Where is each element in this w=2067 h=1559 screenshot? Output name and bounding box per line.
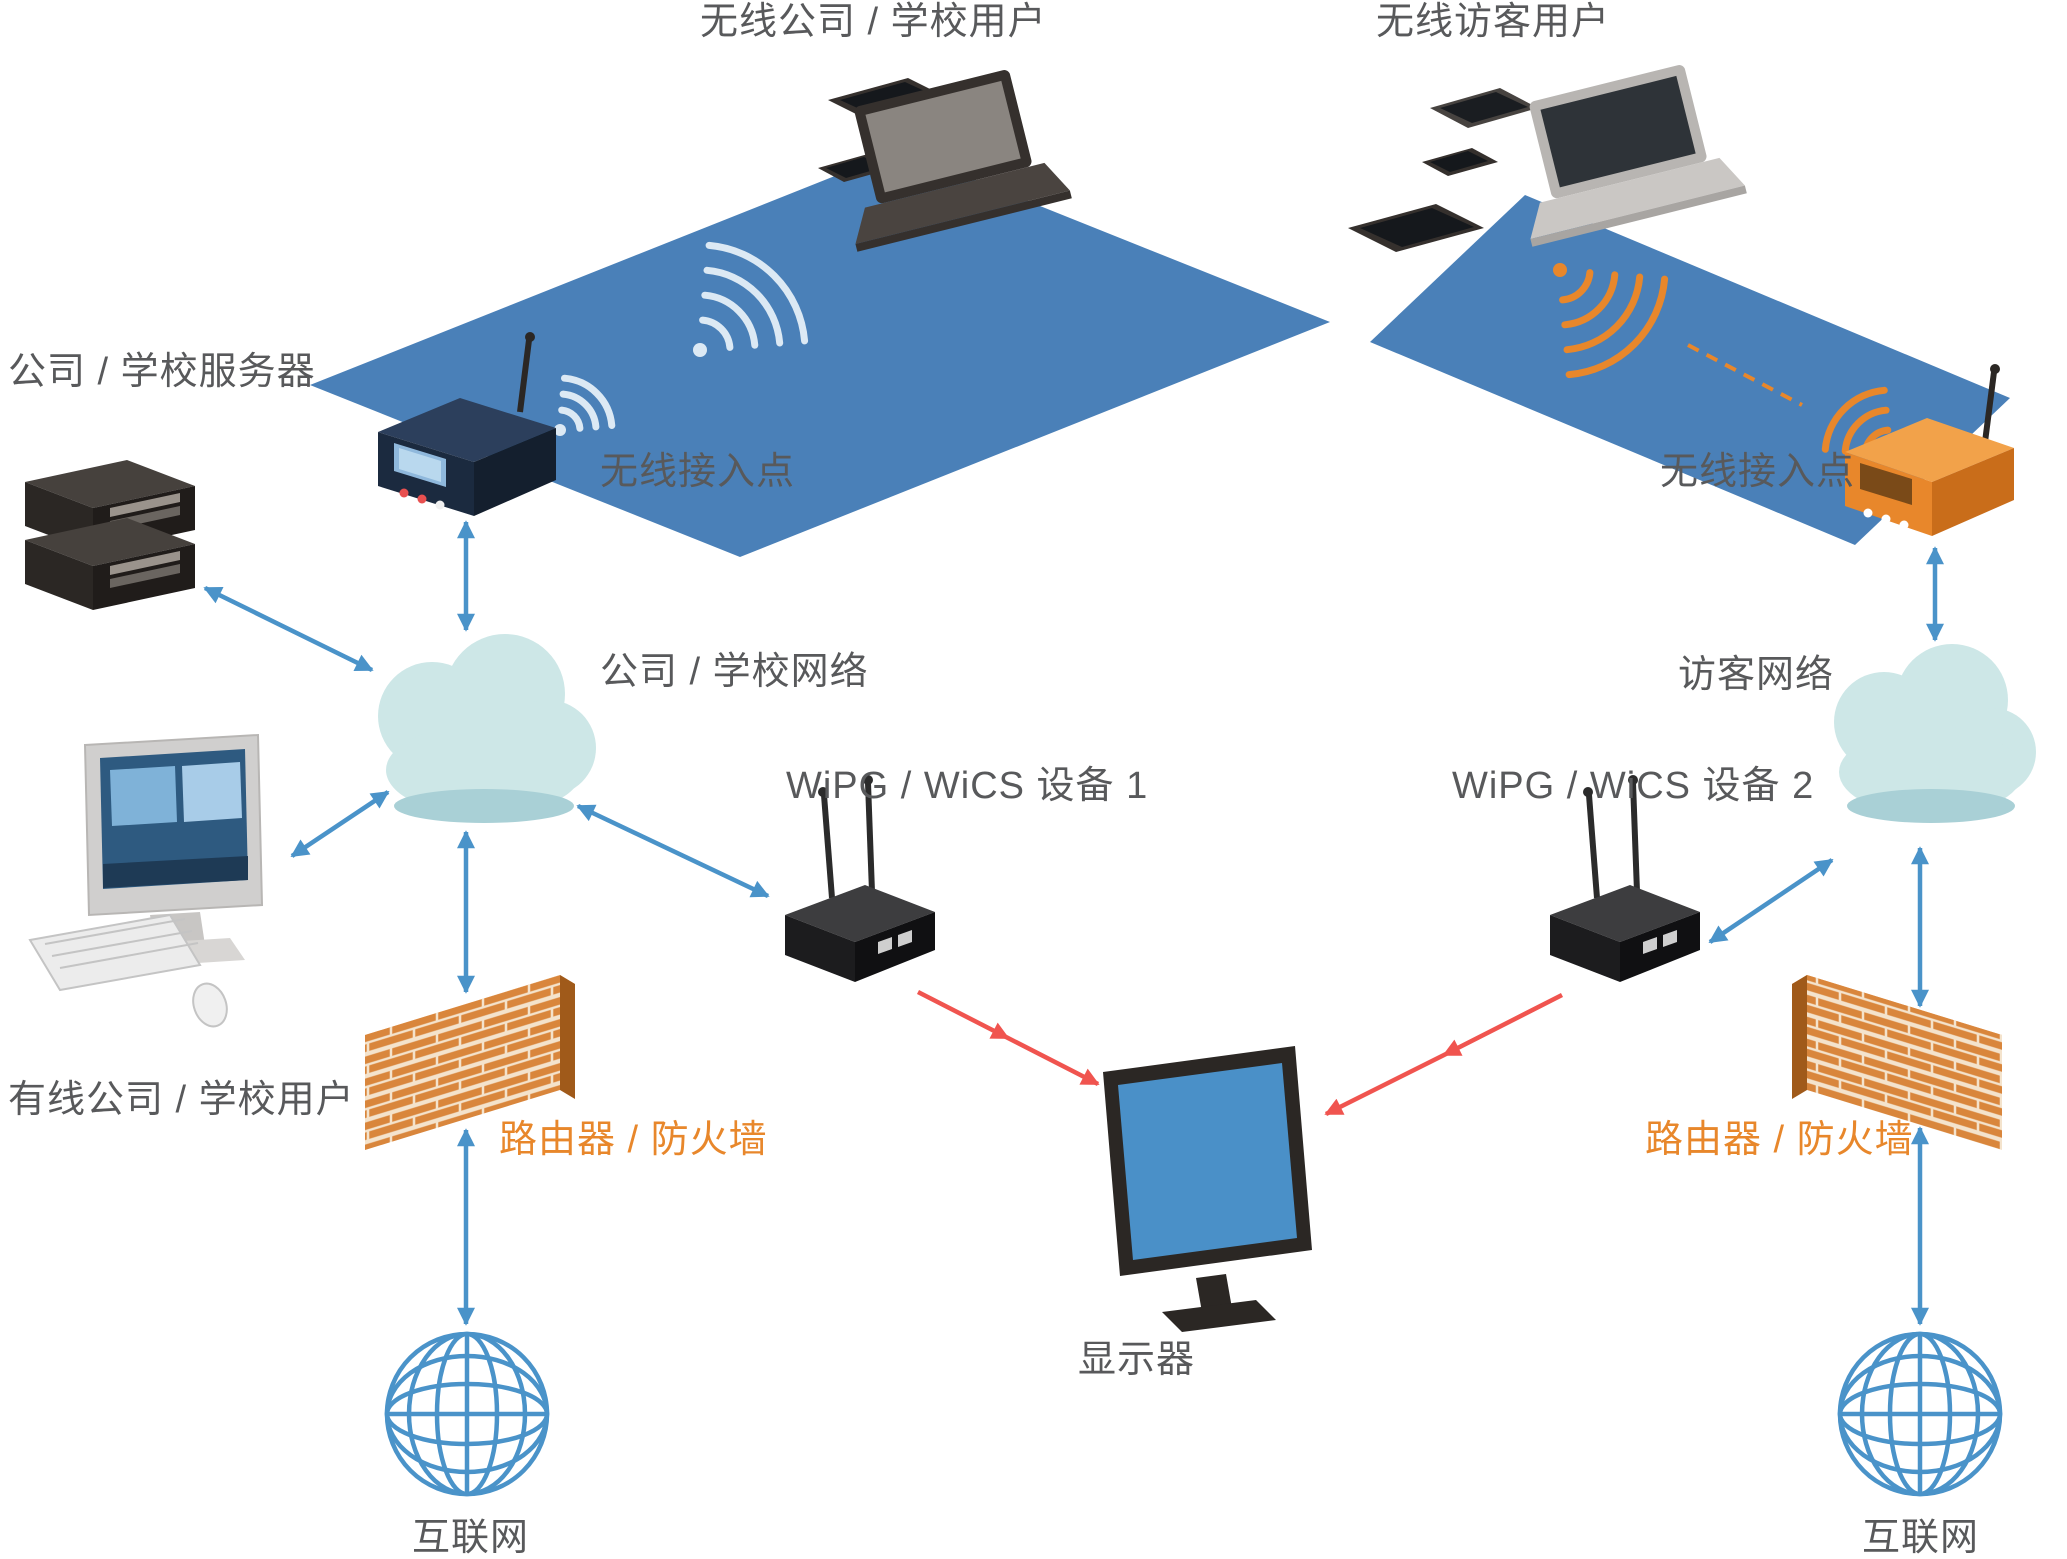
ap-screen: [1860, 463, 1912, 505]
laptop-corp: [854, 70, 1072, 252]
access-point-guest: [1845, 364, 2014, 536]
laptop-guest: [1529, 65, 1747, 247]
label-router-firewall-left: 路由器 / 防火墙: [499, 1119, 768, 1161]
display-monitor: [1103, 1046, 1312, 1332]
access-point-corp: [378, 332, 556, 516]
link-wipg2-to-display: [1324, 992, 1564, 1117]
video-links: [916, 989, 1564, 1117]
label-corp-server: 公司 / 学校服务器: [8, 351, 316, 393]
link-wipg1-to-display: [916, 989, 1100, 1087]
label-wireless-guest-users: 无线访客用户: [1376, 1, 1611, 43]
display-screen: [1118, 1063, 1297, 1260]
label-ap-right: 无线接入点: [1660, 451, 1856, 493]
label-internet-right: 互联网: [1862, 1517, 1980, 1559]
network-links: [203, 520, 1944, 1326]
label-ap-left: 无线接入点: [600, 451, 796, 493]
network-cloud-guest: [1834, 644, 2036, 823]
internet-globe-icon-right: [1837, 1331, 2003, 1497]
link-corp-network-to-wired-user: [290, 790, 390, 858]
desktop-computer: [28, 733, 264, 1028]
wifi-signal-icon: [1553, 263, 1669, 379]
wireless-link-dashed-line: [1687, 343, 1803, 407]
label-router-firewall-right: 路由器 / 防火墙: [1645, 1119, 1914, 1161]
wifi-signal-icon: [693, 241, 809, 357]
firewall-brick-wall-right: [1792, 975, 2002, 1150]
label-corp-network: 公司 / 学校网络: [600, 651, 869, 693]
server-stack: [25, 460, 195, 610]
firewall-brick-wall-left: [365, 975, 575, 1150]
network-cloud-corp: [378, 634, 596, 823]
tablet-guest-2: [1430, 88, 1538, 128]
label-wireless-corp-users: 无线公司 / 学校用户: [700, 1, 1047, 43]
label-guest-network: 访客网络: [1678, 654, 1835, 696]
wifi-signal-icon: [554, 374, 616, 436]
mouse: [192, 982, 228, 1028]
link-server-to-corp-network: [203, 585, 374, 673]
keyboard: [28, 913, 202, 992]
tablet-guest: [1348, 204, 1484, 252]
internet-globe-icon-left: [384, 1331, 550, 1497]
wipg-device-1: [785, 775, 935, 982]
label-wipg-device2: WiPG / WiCS 设备 2: [1452, 765, 1815, 807]
phone-guest: [1422, 148, 1498, 176]
label-wired-corp-users: 有线公司 / 学校用户: [8, 1079, 355, 1121]
link-wipg2-to-guest-network: [1708, 858, 1834, 944]
label-internet-left: 互联网: [412, 1517, 530, 1559]
label-display: 显示器: [1078, 1339, 1196, 1381]
corp-wireless-platform: [310, 150, 1330, 557]
wipg-device-2: [1550, 775, 1700, 982]
link-corp-network-to-wipg1: [576, 803, 770, 899]
label-wipg-device1: WiPG / WiCS 设备 1: [786, 765, 1149, 807]
